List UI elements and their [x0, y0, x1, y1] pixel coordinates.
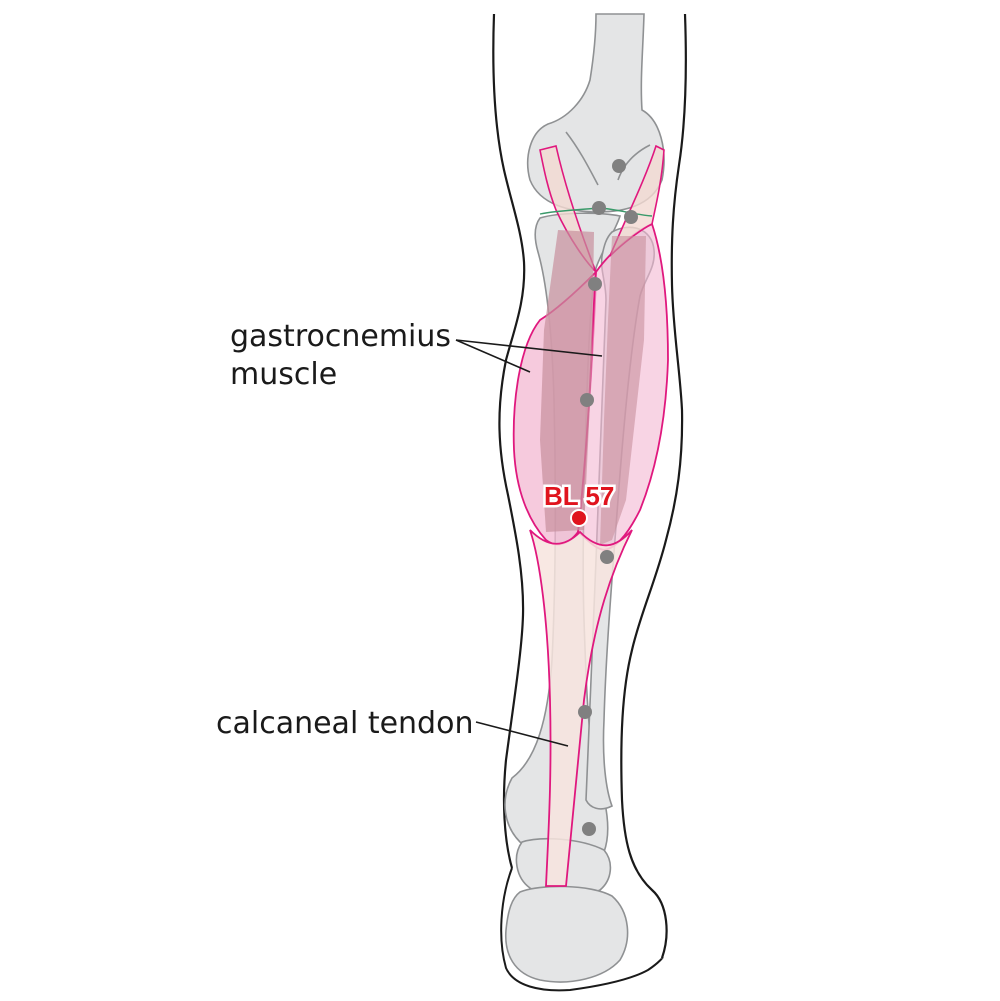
leg-outline-right [620, 13, 688, 959]
reference-dot [600, 550, 614, 564]
reference-dot [612, 159, 626, 173]
foot-outline [500, 867, 664, 992]
red-dot-icon [570, 509, 588, 527]
acupoint-label: BL 57 [544, 481, 614, 511]
leader-line-gastrocnemius-medial [455, 339, 531, 373]
calcaneus-bone [504, 885, 629, 983]
leader-line-gastrocnemius-lateral [455, 339, 603, 357]
leg-outline-left [492, 13, 526, 869]
leg-outline [492, 13, 688, 959]
leader-line-calcaneal [475, 721, 569, 747]
femur-condyle-line [565, 131, 651, 186]
reference-dot [580, 393, 594, 407]
soleus-band-left [540, 230, 594, 532]
calcaneal-tendon-label: calcaneal tendon [216, 706, 473, 741]
reference-dot [624, 210, 638, 224]
reference-dot [582, 822, 596, 836]
gastrocnemius-label-line1: gastrocnemius [230, 319, 451, 354]
gastrocnemius-label-line2: muscle [230, 357, 337, 392]
reference-points [578, 159, 638, 836]
reference-dot [592, 201, 606, 215]
soleus-band-right [600, 236, 646, 545]
reference-dot [578, 705, 592, 719]
reference-dot [588, 277, 602, 291]
leader-lines [455, 339, 603, 747]
